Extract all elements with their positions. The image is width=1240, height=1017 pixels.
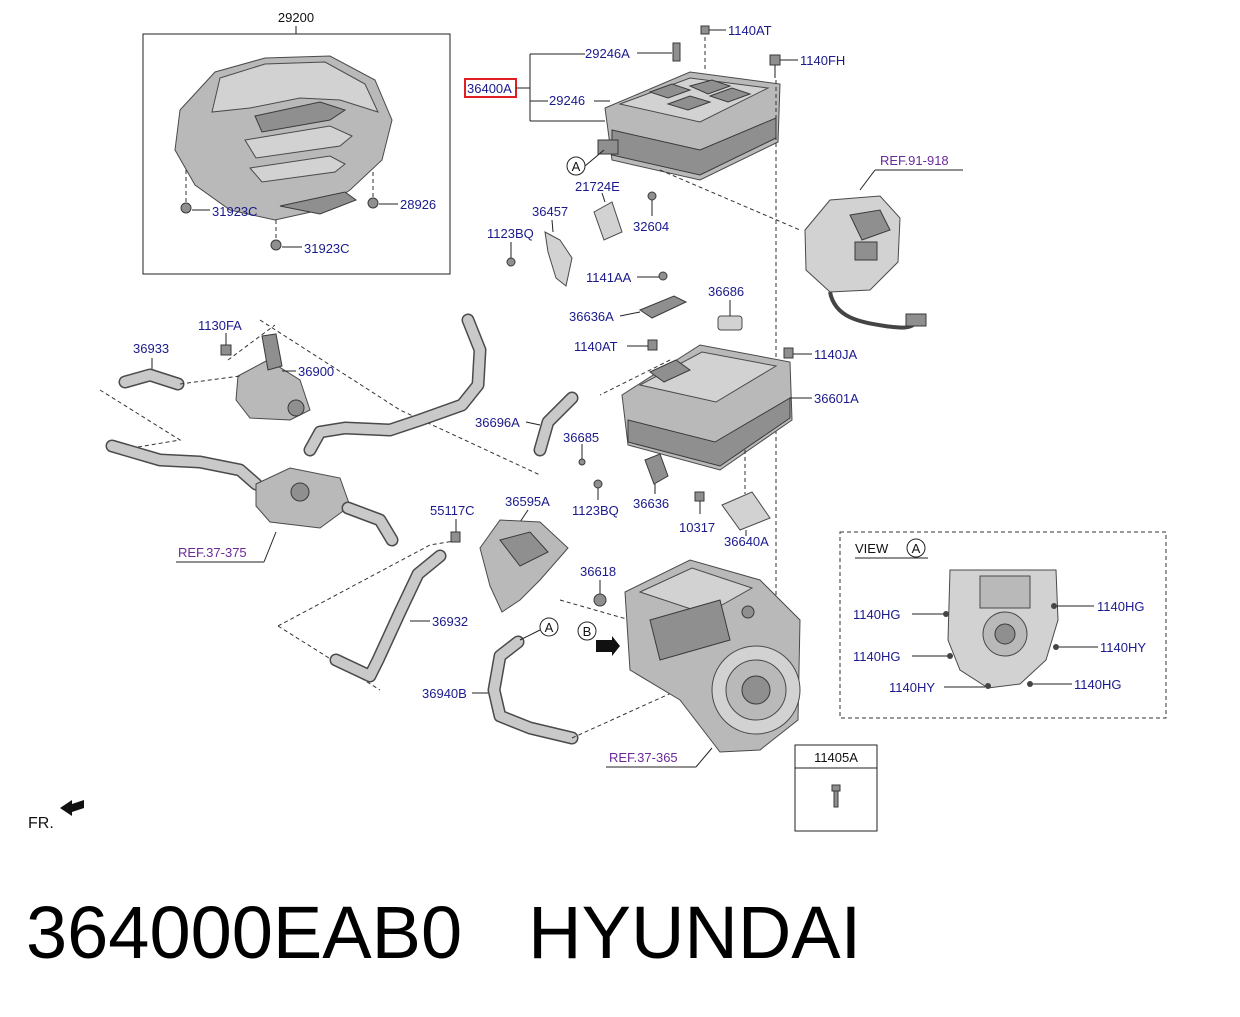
label-36900: 36900 — [298, 364, 334, 379]
gasket-36636a-part — [638, 295, 688, 319]
view-callout: A — [912, 541, 921, 556]
label-36933: 36933 — [133, 341, 169, 356]
fr-label: FR. — [28, 815, 54, 832]
callout-b1: B — [583, 624, 592, 639]
label-29246: 29246 — [549, 93, 585, 108]
motor-group: REF.37-365 — [606, 559, 801, 768]
gasket-36686-part — [717, 315, 743, 331]
bolt-1140at-mid-icon — [647, 339, 658, 351]
footer: 364000EAB0 HYUNDAI — [26, 888, 861, 978]
bolt-1123bq-a-icon — [506, 257, 516, 267]
label-36685: 36685 — [563, 430, 599, 445]
label-1123bq-a: 1123BQ — [487, 226, 534, 241]
bolt-28926-icon — [367, 197, 379, 209]
bolt-36685-icon — [578, 458, 586, 466]
callout-a1: A — [572, 159, 581, 174]
ref-37-365: REF.37-365 — [609, 750, 678, 765]
view-label-hg1: 1140HG — [853, 607, 900, 622]
bolt-31923c-b-icon — [270, 239, 282, 251]
callout-a2: A — [545, 620, 554, 635]
label-36400a: 36400A — [467, 81, 512, 96]
label-36601a: 36601A — [814, 391, 859, 406]
front-arrow-icon — [60, 800, 84, 816]
bolt-1141aa-icon — [658, 271, 668, 281]
arrow-b-icon — [596, 636, 620, 656]
converter-assembly-group: 1141AA 36636A 36686 1140AT 1140JA 36601A… — [475, 270, 859, 549]
label-28926: 28926 — [400, 197, 436, 212]
label-1140ja: 1140JA — [814, 347, 857, 362]
label-1130fa: 1130FA — [198, 318, 242, 333]
label-36696a: 36696A — [475, 415, 520, 430]
label-55117c: 55117C — [430, 503, 475, 518]
view-label-hg2: 1140HG — [1097, 599, 1144, 614]
view-label-hg4: 1140HG — [1074, 677, 1121, 692]
label-36940b: 36940B — [422, 686, 467, 701]
label-1141aa: 1141AA — [586, 270, 632, 285]
label-32604: 32604 — [633, 219, 669, 234]
bracket-36457-part — [544, 231, 573, 287]
label-1140at-mid: 1140AT — [574, 339, 618, 354]
label-21724e: 21724E — [575, 179, 620, 194]
view-label-hy1: 1140HY — [1100, 640, 1146, 655]
bolt-1123bq-b-icon — [593, 479, 603, 489]
label-36595a: 36595A — [505, 494, 550, 509]
part-number: 364000EAB0 — [26, 891, 463, 974]
ref-91-918: REF.91-918 — [880, 153, 949, 168]
view-title: VIEW — [855, 541, 889, 556]
view-callout-circle — [906, 538, 926, 558]
label-29246a: 29246A — [585, 46, 630, 61]
bolt-1140ja-icon — [783, 347, 794, 359]
label-31923c-b: 31923C — [304, 241, 350, 256]
bolt-1130fa-icon — [220, 344, 232, 356]
bolt-55117c-icon — [450, 531, 461, 543]
callout-b1-circle — [577, 621, 597, 641]
mount-36636-part — [644, 453, 669, 485]
label-36686: 36686 — [708, 284, 744, 299]
label-31923c-a: 31923C — [212, 204, 258, 219]
gasket-21724e-part — [593, 201, 623, 241]
ref-37-375: REF.37-375 — [178, 545, 247, 560]
view-label-hy2: 1140HY — [889, 680, 935, 695]
inverter-assembly-group: 36400A 29246A 29246 1140AT 1140FH A — [464, 23, 845, 690]
label-11405a: 11405A — [814, 750, 858, 765]
view-a-box: VIEW A 1140HG 1140HG 1140HG 1140HY 1140H… — [839, 531, 1167, 719]
bolt-1140fh-icon — [769, 54, 781, 66]
bolt-11405a-icon — [831, 784, 841, 792]
harness-group: REF.91-918 — [804, 153, 963, 330]
label-1140fh: 1140FH — [800, 53, 845, 68]
label-36932: 36932 — [432, 614, 468, 629]
label-36618: 36618 — [580, 564, 616, 579]
front-indicator: FR. — [28, 800, 84, 832]
label-36640a: 36640A — [724, 534, 769, 549]
view-label-hg3: 1140HG — [853, 649, 900, 664]
gasket-36640a-part — [721, 491, 771, 531]
bolt-31923c-a-icon — [180, 202, 192, 214]
callout-a2-circle — [539, 617, 559, 637]
bolt-10317-icon — [694, 491, 705, 502]
label-36636: 36636 — [633, 496, 669, 511]
engine-cover-group: 29200 31923C 28926 31923C — [142, 10, 451, 275]
label-1123bq-b: 1123BQ — [572, 503, 619, 518]
label-36457: 36457 — [532, 204, 568, 219]
bolt-32604-icon — [647, 191, 657, 201]
part-11405a-box: 11405A — [794, 744, 878, 832]
parts-diagram: 29200 31923C 28926 31923C 36400A 29246A … — [28, 10, 1167, 832]
label-29200: 29200 — [278, 10, 314, 25]
harness-part — [804, 195, 901, 293]
nut-36618-icon — [593, 593, 607, 607]
label-36636a: 36636A — [569, 309, 614, 324]
label-10317: 10317 — [679, 520, 715, 535]
brand-name: HYUNDAI — [528, 891, 862, 974]
label-1140at-top: 1140AT — [728, 23, 772, 38]
bolt-1140at-top-icon — [700, 25, 710, 35]
cooling-group: 36933 1130FA 36900 REF.37-375 — [99, 313, 701, 745]
